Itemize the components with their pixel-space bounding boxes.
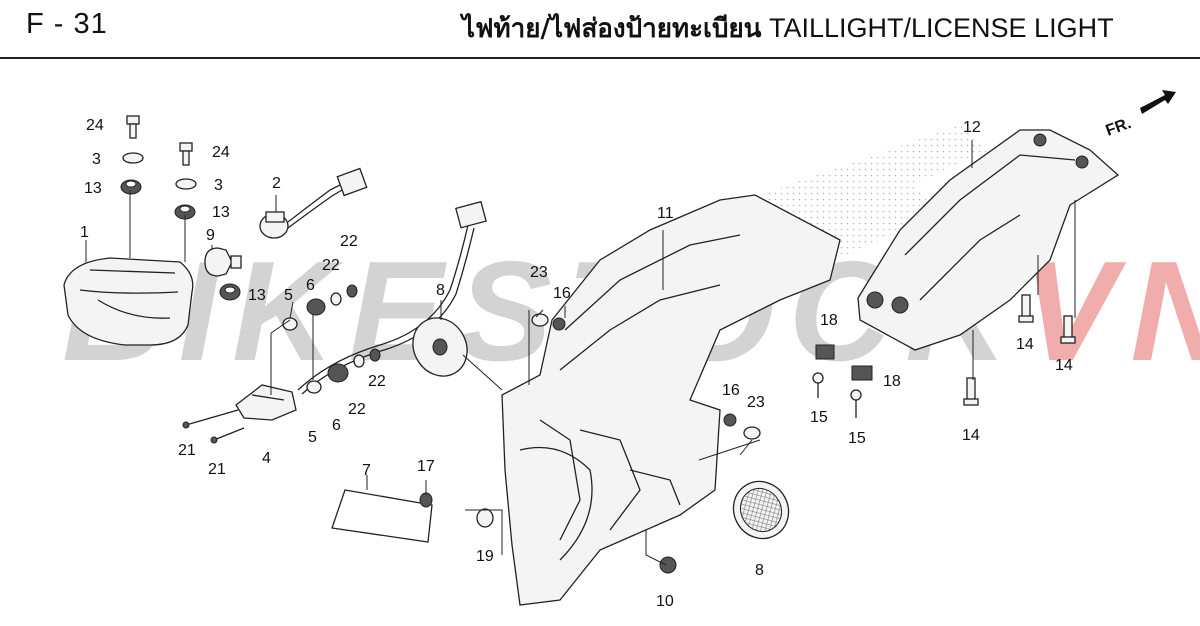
callout-17: 17 xyxy=(417,458,435,475)
nut-21-upper xyxy=(346,284,358,298)
washer-23-lower xyxy=(743,426,761,440)
callout-22-upper: 22 xyxy=(322,257,340,274)
callout-7: 7 xyxy=(362,462,371,479)
grommet-8-left xyxy=(412,317,468,377)
bolt-24-right xyxy=(179,142,193,166)
callout-21-upper: 22 xyxy=(340,233,358,250)
washer-3-left xyxy=(122,152,144,164)
callout-15-upper: 15 xyxy=(810,409,828,426)
callout-24-left: 24 xyxy=(86,117,104,134)
callout-14-a: 14 xyxy=(1016,336,1034,353)
callout-9: 9 xyxy=(206,227,215,244)
nut-10 xyxy=(659,556,677,574)
callout-18-upper: 18 xyxy=(820,312,838,329)
callout-8-left: 8 xyxy=(436,282,445,299)
callout-15-lower: 15 xyxy=(848,430,866,447)
callout-22-lower: 22 xyxy=(348,401,366,418)
callout-6-lower: 6 xyxy=(332,417,341,434)
screw-15-lower xyxy=(850,389,862,418)
clip-18-upper xyxy=(815,344,835,360)
callout-18-lower: 18 xyxy=(883,373,901,390)
grommet-13-lower xyxy=(219,283,241,301)
callout-13-right: 13 xyxy=(212,204,230,221)
washer-22-lower xyxy=(353,354,365,368)
title-thai: ไฟท้าย/ไฟส่องป้ายทะเบียน xyxy=(462,14,762,44)
bolt-24-left xyxy=(126,115,140,139)
callout-14-c: 14 xyxy=(962,427,980,444)
bolt-14-c xyxy=(963,377,979,406)
front-direction-label: FR. xyxy=(1104,115,1134,140)
callout-labels: 24 3 13 1 24 3 13 9 13 2 5 6 22 22 8 22 … xyxy=(80,117,1073,610)
callout-12: 12 xyxy=(963,119,981,136)
callout-6-upper: 6 xyxy=(306,277,315,294)
nut-16-upper xyxy=(552,317,566,331)
washer-22-upper xyxy=(330,292,342,306)
nut-17 xyxy=(419,492,433,508)
rear-cover-12 xyxy=(857,129,1120,351)
nut-16-lower xyxy=(723,413,737,427)
callout-16-lower: 16 xyxy=(722,382,740,399)
collar-5-upper xyxy=(282,317,298,331)
callout-16-upper: 16 xyxy=(553,285,571,302)
callout-19: 19 xyxy=(476,548,494,565)
bolt-14-a xyxy=(1018,294,1034,323)
callout-4: 4 xyxy=(262,450,271,467)
clip-19 xyxy=(476,508,494,528)
grommet-6-lower xyxy=(327,363,349,383)
callout-3-right: 3 xyxy=(214,177,223,194)
front-direction-arrow-icon: FR. xyxy=(1104,90,1176,140)
nut-21-lower xyxy=(369,348,381,362)
washer-23-upper xyxy=(531,313,549,327)
callout-1: 1 xyxy=(80,224,89,241)
title-english: TAILLIGHT/LICENSE LIGHT xyxy=(768,13,1114,43)
washer-3-right xyxy=(175,178,197,190)
page-code: F - 31 xyxy=(26,8,108,40)
callout-2: 2 xyxy=(272,175,281,192)
callout-20-upper: 21 xyxy=(178,442,196,459)
grommet-13-left xyxy=(120,179,142,195)
page-title: ไฟท้าย/ไฟส่องป้ายทะเบียน TAILLIGHT/LICEN… xyxy=(462,8,1114,49)
callout-23-upper: 23 xyxy=(530,264,548,281)
clip-18-lower xyxy=(851,365,873,381)
callout-5-upper: 5 xyxy=(284,287,293,304)
callout-14-b: 14 xyxy=(1055,357,1073,374)
parts-diagram: FR. xyxy=(63,90,1176,610)
callout-23-lower: 23 xyxy=(747,394,765,411)
leader-lines xyxy=(85,140,1076,566)
bulb-9 xyxy=(204,247,242,277)
bolt-14-b xyxy=(1060,315,1076,344)
grommet-6-upper xyxy=(306,298,326,316)
rear-fender-11 xyxy=(501,194,841,606)
screw-15-upper xyxy=(812,372,824,398)
callout-8-right: 8 xyxy=(755,562,764,579)
callout-10: 10 xyxy=(656,593,674,610)
collar-5-lower xyxy=(306,380,322,394)
taillight-unit xyxy=(63,257,194,346)
page-header: F - 31 ไฟท้าย/ไฟส่องป้ายทะเบียน TAILLIGH… xyxy=(0,0,1200,59)
grommet-13-right xyxy=(174,204,196,220)
header-divider xyxy=(0,57,1200,59)
callout-20-lower: 21 xyxy=(208,461,226,478)
screw-20-lower xyxy=(210,427,245,444)
grommet-8-right xyxy=(732,480,790,540)
callout-3-left: 3 xyxy=(92,151,101,168)
callout-24-right: 24 xyxy=(212,144,230,161)
callout-11: 11 xyxy=(657,205,674,222)
callout-13-lower: 13 xyxy=(248,287,266,304)
callout-13-left: 13 xyxy=(84,180,102,197)
callout-21-lower: 22 xyxy=(368,373,386,390)
socket-2 xyxy=(259,167,368,239)
callout-5-lower: 5 xyxy=(308,429,317,446)
screw-20-upper xyxy=(182,409,239,429)
reflector-7 xyxy=(331,489,433,543)
